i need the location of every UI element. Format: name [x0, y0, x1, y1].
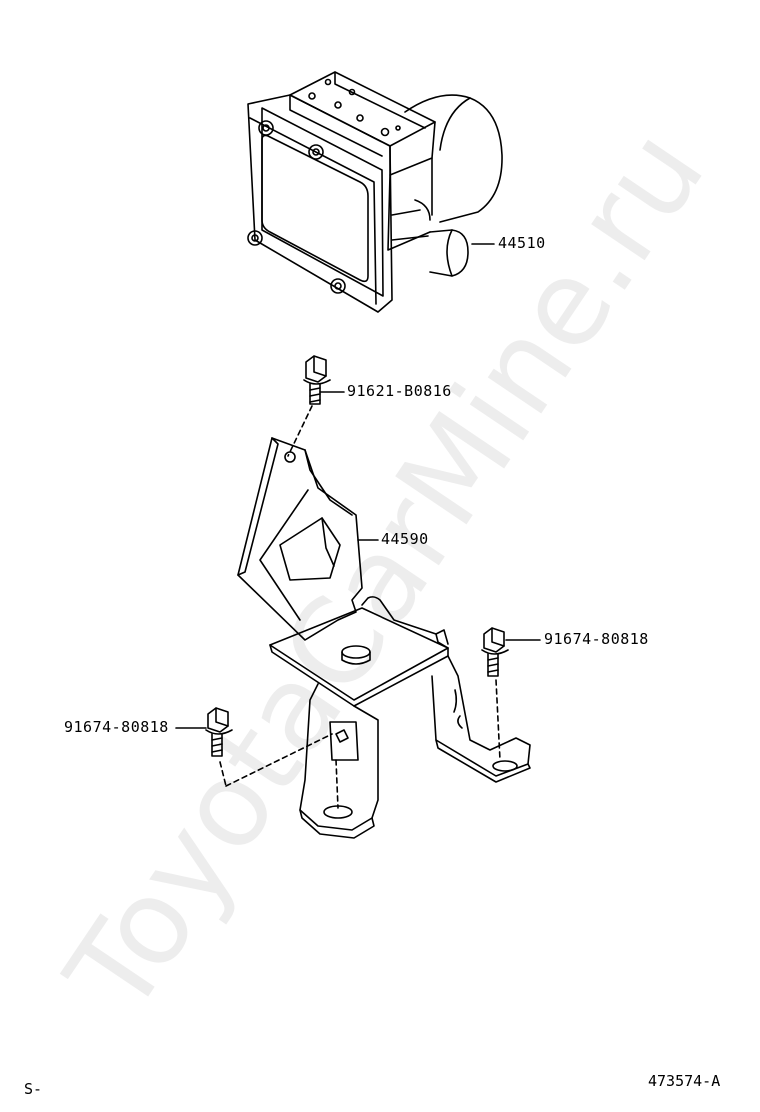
bracket-assembly — [237, 437, 531, 839]
part-number-bolt-left: 91674-80818 — [64, 718, 169, 736]
part-number-abs-actuator: 44510 — [498, 234, 546, 252]
ecu-cover-bolt — [330, 278, 346, 294]
figure-code: 473574-A — [648, 1072, 721, 1090]
bolt-right — [481, 627, 541, 761]
part-number-bracket: 44590 — [381, 530, 429, 548]
part-number-bolt-top: 91621-B0816 — [347, 382, 452, 400]
footer-left-code: S- — [24, 1080, 43, 1098]
ecu-cover-bolt — [308, 144, 324, 160]
part-number-bolt-right: 91674-80818 — [544, 630, 649, 648]
abs-actuator-assembly — [247, 71, 503, 313]
ecu-cover-bolt — [258, 120, 274, 136]
ecu-cover-bolt — [247, 230, 263, 246]
bolt-top — [287, 355, 345, 457]
bolt-left — [175, 707, 339, 809]
